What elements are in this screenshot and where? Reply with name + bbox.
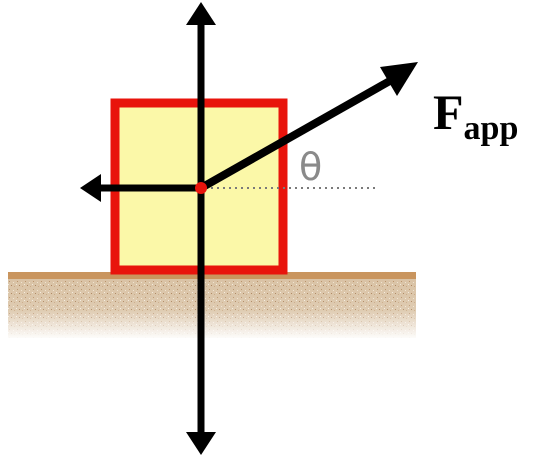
force-subscript: app: [464, 110, 519, 147]
ground-fade: [8, 276, 416, 338]
arrow-head-diagonal-icon: [380, 62, 418, 96]
arrow-head-down-icon: [186, 432, 216, 455]
force-symbol: F: [433, 84, 464, 140]
applied-force-line: [199, 74, 397, 192]
pivot-dot: [195, 182, 207, 194]
applied-force-arrow: [199, 62, 418, 192]
ground: [8, 272, 416, 338]
applied-force-label: Fapp: [433, 84, 518, 147]
friction-force-arrow: [80, 174, 201, 202]
vertical-force-arrows: [186, 2, 216, 455]
arrow-head-up-icon: [186, 2, 216, 25]
angle-label: θ: [299, 145, 322, 189]
ground-surface: [8, 272, 416, 279]
arrow-head-left-icon: [80, 174, 101, 202]
